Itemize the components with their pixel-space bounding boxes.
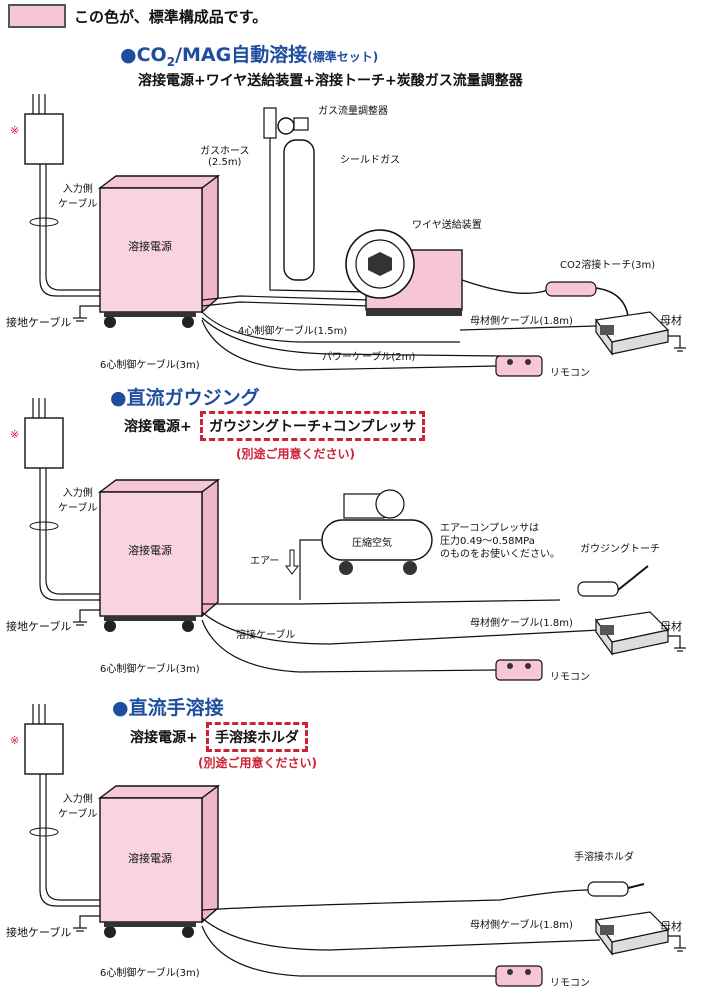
compressed-air-label: 圧縮空気	[352, 538, 392, 549]
power-source-label-3: 溶接電源	[128, 852, 172, 865]
holder-label: 手溶接ホルダ	[574, 852, 634, 863]
air-label: エアー	[250, 556, 280, 567]
gouging-torch-label: ガウジングトーチ	[580, 544, 660, 555]
power-cable-label: パワーケーブル(2m)	[322, 352, 416, 363]
input-cable-label-3: 入力側 ケーブル	[58, 794, 98, 820]
wire-feeder-label: ワイヤ送給装置	[412, 220, 482, 231]
control-cable-4-label: 4心制御ケーブル(1.5m)	[238, 326, 348, 337]
gouging-prefix: 溶接電源+	[124, 419, 192, 435]
legend-text: この色が、標準構成品です。	[74, 8, 268, 26]
input-cable-label-1: 入力側 ケーブル	[58, 184, 98, 210]
base-metal-label-3: 母材	[660, 920, 682, 933]
gas-regulator-label: ガス流量調整器	[318, 106, 388, 117]
gas-hose-label: ガスホース (2.5m)	[200, 146, 250, 168]
welding-cable-label: 溶接ケーブル	[236, 630, 296, 641]
base-cable-label-3: 母材側ケーブル(1.8m)	[470, 920, 573, 931]
power-source-label-1: 溶接電源	[128, 240, 172, 253]
base-cable-label-1: 母材側ケーブル(1.8m)	[470, 316, 573, 327]
shield-gas-label: シールドガス	[340, 155, 400, 166]
ground-cable-label-1: 接地ケーブル	[6, 316, 72, 329]
asterisk-mark-1: ※	[10, 124, 20, 137]
section-title-manual: ●直流手溶接	[112, 697, 224, 719]
gouging-note: (別途ご用意ください)	[236, 447, 355, 461]
control-cable-6-label-3: 6心制御ケーブル(3m)	[100, 968, 200, 979]
power-source-label-2: 溶接電源	[128, 544, 172, 557]
section-title-gouging: ●直流ガウジング	[110, 387, 260, 409]
base-metal-label-1: 母材	[660, 314, 682, 327]
control-cable-6-label-2: 6心制御ケーブル(3m)	[100, 664, 200, 675]
asterisk-mark-2: ※	[10, 428, 20, 441]
ground-cable-label-2: 接地ケーブル	[6, 620, 72, 633]
asterisk-mark-3: ※	[10, 734, 20, 747]
standard-color-swatch	[8, 4, 66, 28]
section-subtitle-co2-mag: 溶接電源+ワイヤ送給装置+溶接トーチ+炭酸ガス流量調整器	[138, 73, 523, 89]
input-cable-label-2: 入力側 ケーブル	[58, 488, 98, 514]
base-cable-label-2: 母材側ケーブル(1.8m)	[470, 618, 573, 629]
remote-label-3: リモコン	[550, 978, 590, 989]
ground-cable-label-3: 接地ケーブル	[6, 926, 72, 939]
manual-boxed-items: 手溶接ホルダ	[206, 722, 308, 752]
base-metal-label-2: 母材	[660, 620, 682, 633]
remote-label-2: リモコン	[550, 672, 590, 683]
control-cable-6-label-1: 6心制御ケーブル(3m)	[100, 360, 200, 371]
manual-note: (別途ご用意ください)	[198, 756, 317, 770]
manual-prefix: 溶接電源+	[130, 730, 198, 746]
co2-torch-label: CO2溶接トーチ(3m)	[560, 260, 656, 271]
section-title-co2-mag: ●CO2/MAG自動溶接(標準セット)	[120, 44, 379, 69]
gouging-boxed-items: ガウジングトーチ+コンプレッサ	[200, 411, 426, 441]
compressor-note: エアーコンプレッサは 圧力0.49〜0.58MPa のものをお使いください。	[440, 523, 560, 560]
remote-label-1: リモコン	[550, 368, 590, 379]
